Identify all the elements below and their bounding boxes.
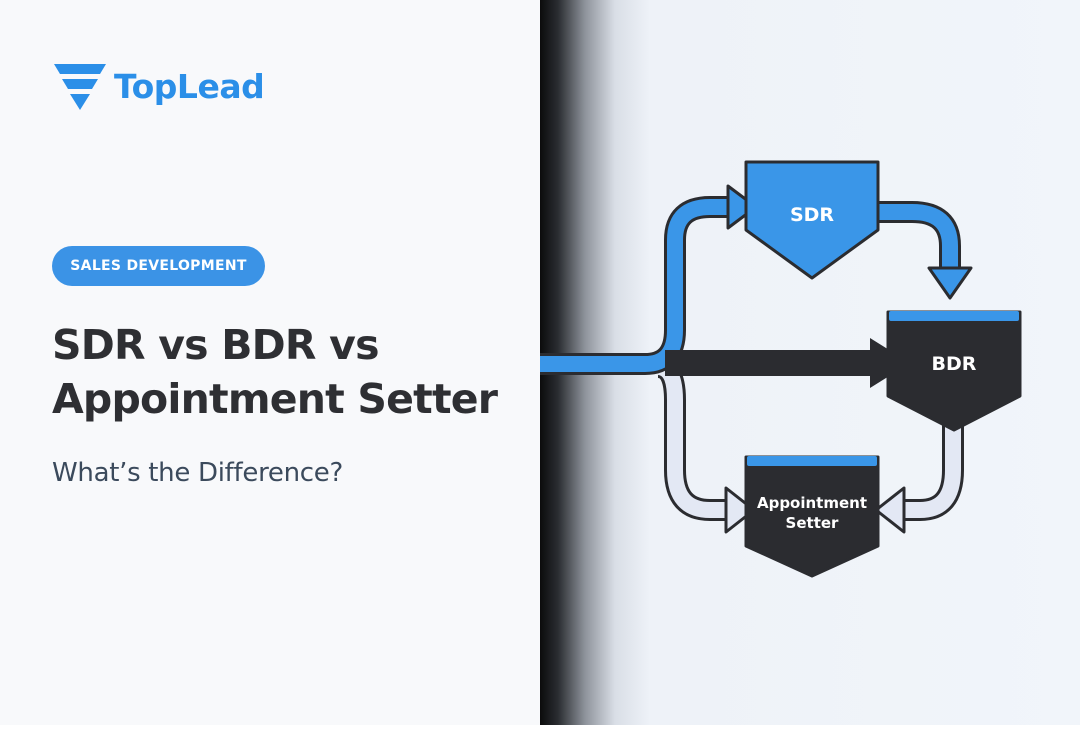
node-bdr-label: BDR — [932, 353, 977, 375]
right-panel: SDR BDR Appointment Setter — [540, 0, 1080, 725]
node-setter-label-line-2: Setter — [786, 514, 839, 532]
page-title: SDR vs BDR vs Appointment Setter — [52, 318, 532, 426]
arrowhead-to-setter-right — [874, 486, 906, 534]
blue-arrows — [540, 184, 973, 375]
title-line-2: Appointment Setter — [52, 375, 498, 423]
page-subtitle: What’s the Difference? — [52, 458, 343, 488]
node-sdr: SDR — [744, 160, 880, 280]
title-line-1: SDR vs BDR vs — [52, 321, 379, 369]
dark-arrow — [665, 338, 910, 388]
category-badge: SALES DEVELOPMENT — [52, 246, 265, 286]
node-appointment-setter: Appointment Setter — [744, 455, 880, 578]
node-sdr-label: SDR — [790, 204, 834, 226]
node-bdr-accent-bar — [889, 311, 1019, 321]
logo-wordmark: TopLead — [114, 66, 265, 106]
left-panel: TopLead SALES DEVELOPMENT SDR vs BDR vs … — [0, 0, 540, 725]
toplead-logo[interactable]: TopLead — [52, 58, 265, 114]
node-bdr: BDR — [886, 310, 1022, 432]
arrowhead-to-setter-left — [724, 486, 756, 534]
role-flow-diagram: SDR BDR Appointment Setter — [540, 160, 1022, 578]
arrowhead-to-bdr — [927, 266, 973, 300]
node-setter-label-line-1: Appointment — [757, 494, 867, 512]
arrowhead-to-sdr — [726, 184, 758, 230]
node-setter-accent-bar — [747, 456, 877, 466]
toplead-logo-icon — [54, 64, 106, 110]
